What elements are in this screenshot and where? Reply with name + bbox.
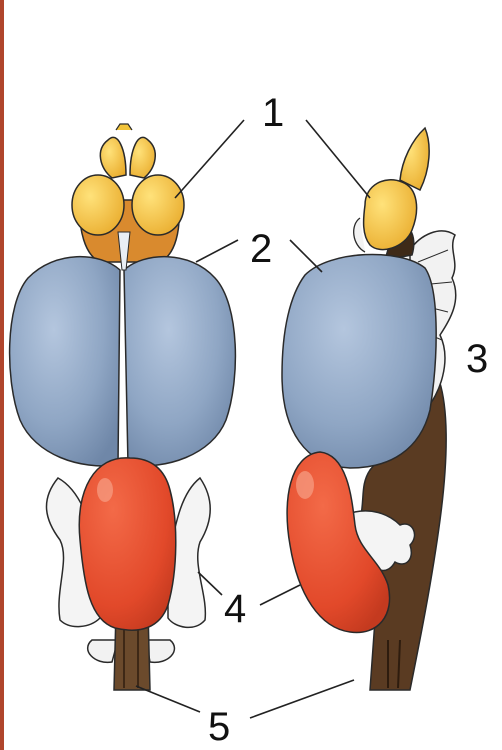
leader-2-right	[290, 240, 322, 272]
dorsal-cerebellum	[79, 458, 176, 630]
dorsal-lower-right-fin	[146, 640, 174, 662]
dorsal-lower-left-fin	[88, 640, 118, 662]
dorsal-view	[10, 124, 236, 690]
label-3: 3	[466, 337, 488, 381]
leader-2-left	[196, 240, 238, 262]
leader-5-right	[250, 680, 354, 718]
dorsal-olfactory-tract-right	[130, 137, 155, 178]
label-4: 4	[224, 587, 246, 631]
dorsal-olfactory-bulb-left	[72, 175, 124, 235]
lateral-view	[282, 128, 456, 690]
leader-4-right	[260, 585, 300, 605]
dorsal-hemisphere-left	[10, 257, 120, 466]
lateral-hemisphere	[282, 254, 436, 468]
leader-1-left	[175, 120, 244, 198]
label-1: 1	[262, 91, 284, 135]
dorsal-olfactory-bulb-right	[132, 175, 184, 235]
dorsal-olfactory-tract-left	[100, 137, 126, 178]
label-2: 2	[250, 227, 272, 271]
leader-1-right	[306, 120, 370, 198]
dorsal-median-stalk	[118, 232, 130, 270]
leader-5-left	[136, 686, 200, 712]
label-5: 5	[208, 705, 230, 749]
lateral-olfactory-tract	[400, 128, 429, 190]
dorsal-hemisphere-right	[124, 257, 235, 466]
